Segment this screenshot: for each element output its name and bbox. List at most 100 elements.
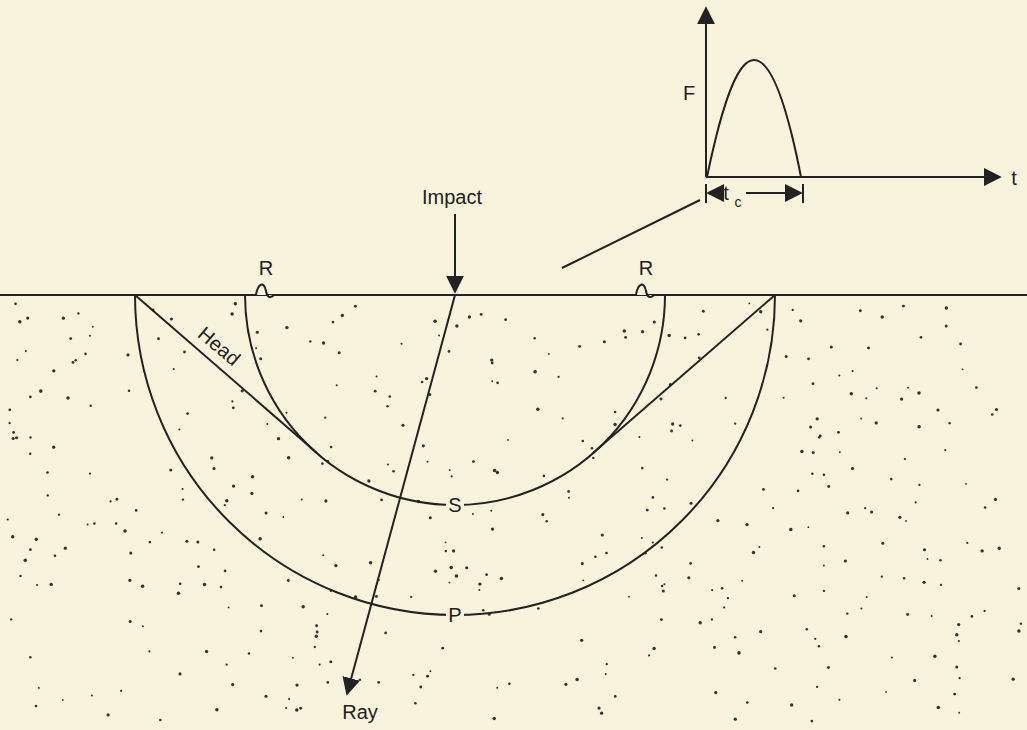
stipple-dot bbox=[38, 687, 40, 689]
stipple-dot bbox=[641, 467, 644, 470]
force-axis bbox=[705, 8, 707, 177]
stipple-dot bbox=[1017, 587, 1020, 590]
stipple-dot bbox=[797, 490, 800, 493]
stipple-dot bbox=[606, 663, 608, 665]
stipple-dot bbox=[581, 562, 584, 565]
stipple-dot bbox=[922, 581, 925, 584]
axis-label: t bbox=[1009, 167, 1019, 190]
stipple-dot bbox=[816, 417, 819, 420]
duration-tick bbox=[802, 184, 804, 203]
stipple-dot bbox=[389, 395, 392, 398]
stipple-dot bbox=[783, 397, 785, 399]
stipple-dot bbox=[129, 552, 132, 555]
stipple-dot bbox=[225, 664, 227, 666]
stipple-dot bbox=[451, 475, 453, 477]
stipple-dot bbox=[445, 550, 447, 552]
stipple-dot bbox=[12, 437, 15, 440]
stipple-dot bbox=[449, 566, 453, 570]
stipple-dot bbox=[766, 329, 768, 331]
stipple-dot bbox=[591, 447, 594, 450]
time-axis bbox=[706, 176, 1000, 178]
stipple-dot bbox=[169, 468, 172, 471]
stipple-dot bbox=[984, 506, 987, 509]
stipple-dot bbox=[496, 687, 498, 689]
stipple-dot bbox=[258, 537, 262, 541]
stipple-dot bbox=[299, 707, 302, 710]
stipple-dot bbox=[318, 663, 320, 665]
wave-label: R bbox=[257, 257, 275, 280]
stipple-dot bbox=[309, 340, 311, 342]
stipple-dot bbox=[39, 389, 43, 393]
stipple-dot bbox=[282, 516, 284, 518]
stipple-dot bbox=[62, 317, 65, 320]
stipple-dot bbox=[580, 639, 583, 642]
stipple-dot bbox=[944, 449, 946, 451]
stipple-dot bbox=[592, 457, 594, 459]
stipple-dot bbox=[852, 370, 854, 372]
stipple-dot bbox=[87, 523, 89, 525]
stipple-dot bbox=[844, 635, 848, 639]
duration-arrow bbox=[708, 192, 714, 194]
wave-label: Head bbox=[192, 321, 246, 372]
stipple-dot bbox=[597, 706, 600, 709]
stipple-dot bbox=[819, 434, 822, 437]
stipple-dot bbox=[667, 334, 670, 337]
stipple-dot bbox=[332, 321, 335, 324]
stipple-dot bbox=[341, 314, 344, 317]
stipple-dot bbox=[58, 514, 60, 516]
stipple-dot bbox=[441, 647, 444, 650]
stipple-dot bbox=[129, 620, 132, 623]
stipple-dot bbox=[336, 384, 338, 386]
stipple-dot bbox=[939, 559, 942, 562]
stipple-dot bbox=[354, 305, 357, 308]
force-pulse bbox=[707, 60, 801, 177]
stipple-dot bbox=[965, 483, 967, 485]
stipple-dot bbox=[957, 623, 960, 626]
stipple-dot bbox=[697, 333, 700, 336]
stipple-dot bbox=[823, 590, 825, 592]
stipple-dot bbox=[251, 475, 255, 479]
ray-arrow bbox=[347, 295, 455, 694]
stipple-dot bbox=[412, 674, 414, 676]
stipple-dot bbox=[62, 699, 64, 701]
p-wavefront bbox=[135, 295, 775, 615]
stipple-dot bbox=[613, 423, 616, 426]
stipple-dot bbox=[567, 490, 570, 493]
stipple-dot bbox=[465, 566, 468, 569]
stipple-dot bbox=[329, 660, 332, 663]
stipple-dot bbox=[288, 698, 290, 700]
stipple-dot bbox=[285, 326, 288, 329]
stipple-dot bbox=[449, 469, 451, 471]
stipple-dot bbox=[923, 548, 926, 551]
stipple-dot bbox=[628, 596, 630, 598]
stipple-dot bbox=[77, 312, 79, 314]
stipple-dot bbox=[500, 577, 503, 580]
stipple-dot bbox=[26, 317, 29, 320]
stipple-dot bbox=[230, 312, 234, 316]
stipple-dot bbox=[448, 582, 450, 584]
stipple-dot bbox=[1020, 623, 1022, 625]
stipple-dot bbox=[995, 408, 998, 411]
stipple-dot bbox=[29, 548, 32, 551]
stipple-dot bbox=[714, 691, 717, 694]
stipple-dot bbox=[234, 302, 237, 305]
stipple-dot bbox=[173, 368, 175, 370]
stipple-dot bbox=[578, 345, 581, 348]
stipple-dot bbox=[734, 636, 737, 639]
stipple-dot bbox=[568, 497, 570, 499]
duration-label: t bbox=[721, 182, 731, 205]
stipple-dot bbox=[846, 612, 848, 614]
stipple-dot bbox=[91, 694, 93, 696]
stipple-dot bbox=[478, 589, 480, 591]
stipple-dot bbox=[507, 439, 509, 441]
stipple-dot bbox=[759, 630, 762, 633]
stipple-dot bbox=[141, 585, 144, 588]
stipple-dot bbox=[157, 337, 160, 340]
stipple-dot bbox=[106, 713, 109, 716]
stipple-dot bbox=[830, 346, 833, 349]
stipple-dot bbox=[721, 587, 724, 590]
stipple-dot bbox=[255, 347, 257, 349]
stipple-dot bbox=[324, 499, 327, 502]
stipple-dot bbox=[890, 478, 893, 481]
stipple-dot bbox=[955, 633, 958, 636]
